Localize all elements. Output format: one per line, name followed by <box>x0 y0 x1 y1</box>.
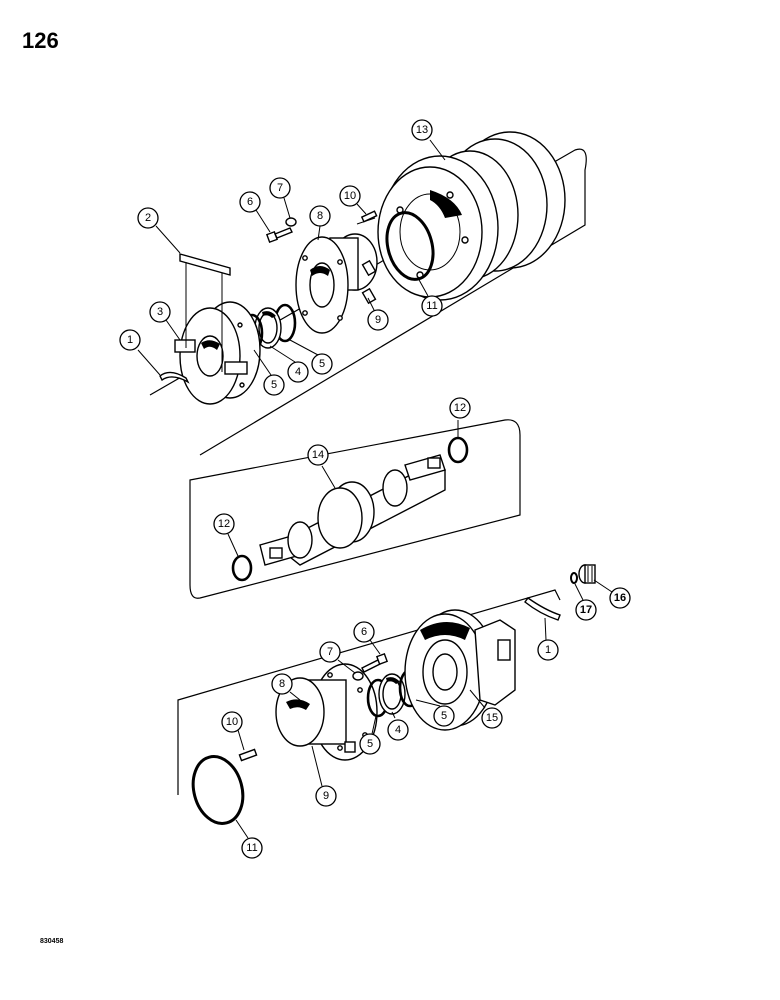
svg-text:4: 4 <box>295 366 301 378</box>
callout-5-lower-a: 5 <box>359 715 381 755</box>
svg-text:6: 6 <box>361 626 367 638</box>
svg-text:8: 8 <box>279 678 285 690</box>
svg-text:5: 5 <box>319 358 325 370</box>
callout-5-upper-b: 5 <box>289 339 333 375</box>
callout-8-lower: 8 <box>271 673 301 701</box>
svg-text:12: 12 <box>218 518 230 530</box>
figure-code: 830458 <box>40 938 64 945</box>
svg-text:5: 5 <box>271 379 277 391</box>
bolt-6-lower <box>361 652 389 673</box>
svg-text:11: 11 <box>426 300 437 312</box>
upper-assembly: 1 2 3 4 5 5 6 7 8 9 10 11 13 <box>119 119 587 456</box>
pin-10-lower <box>238 748 258 762</box>
svg-text:1: 1 <box>545 644 551 656</box>
callout-11-upper: 11 <box>417 277 443 317</box>
o-ring-12-left <box>231 554 253 582</box>
svg-text:4: 4 <box>395 724 401 736</box>
svg-text:5: 5 <box>367 738 373 750</box>
svg-text:15: 15 <box>486 712 498 724</box>
o-ring-17 <box>570 572 578 584</box>
svg-text:8: 8 <box>317 210 323 222</box>
svg-text:10: 10 <box>226 716 238 728</box>
callout-4-lower: 4 <box>387 711 409 741</box>
bolt-6-upper <box>265 227 293 244</box>
o-ring-11-lower <box>191 755 245 825</box>
svg-text:3: 3 <box>157 306 163 318</box>
collar-8-lower <box>275 663 378 761</box>
shaft-group-frame <box>189 419 521 599</box>
svg-text:7: 7 <box>277 182 283 194</box>
svg-text:9: 9 <box>375 314 381 326</box>
callout-7-lower: 7 <box>319 641 356 674</box>
callout-1-upper: 1 <box>119 329 161 376</box>
page-number: 126 <box>22 28 59 53</box>
callout-2: 2 <box>137 207 181 254</box>
svg-text:1: 1 <box>127 334 133 346</box>
washer-7-lower <box>352 671 364 681</box>
svg-text:13: 13 <box>416 124 428 136</box>
svg-text:6: 6 <box>247 196 253 208</box>
callout-6-lower: 6 <box>353 621 381 655</box>
callout-9-lower: 9 <box>311 745 337 807</box>
svg-text:2: 2 <box>145 212 151 224</box>
svg-text:11: 11 <box>246 842 257 854</box>
callout-14: 14 <box>307 444 336 489</box>
shaft-assembly: 12 12 14 <box>189 397 521 599</box>
collar-8-upper <box>295 233 378 334</box>
svg-text:12: 12 <box>454 402 466 414</box>
callout-1-lower: 1 <box>537 617 559 661</box>
callout-4-upper: 4 <box>269 345 309 383</box>
roller-wheel-13 <box>377 131 566 301</box>
o-ring-12-right <box>447 436 469 464</box>
svg-text:17: 17 <box>580 604 592 616</box>
seal-ring-4-lower <box>378 673 406 715</box>
collar-3-upper <box>174 301 261 405</box>
lower-group-frame <box>177 589 561 795</box>
svg-text:9: 9 <box>323 790 329 802</box>
svg-text:14: 14 <box>312 449 324 461</box>
svg-text:16: 16 <box>614 592 626 604</box>
svg-text:7: 7 <box>327 646 333 658</box>
snap-ring-1-upper <box>159 371 190 384</box>
callout-8-upper: 8 <box>309 205 331 241</box>
lower-assembly: 1 4 5 5 6 7 8 9 10 11 15 16 17 <box>177 564 631 859</box>
washer-7-upper <box>285 217 297 227</box>
retaining-bar-2 <box>179 253 231 372</box>
callout-13: 13 <box>411 119 446 161</box>
upper-group-frame <box>149 148 587 456</box>
callout-12-right: 12 <box>449 397 471 438</box>
callout-5-upper-a: 5 <box>253 349 285 396</box>
callout-9-upper: 9 <box>367 297 389 331</box>
callout-12-left: 12 <box>213 513 239 557</box>
plug-16 <box>578 564 596 584</box>
callout-10-lower: 10 <box>221 711 245 751</box>
callout-15: 15 <box>469 689 503 729</box>
callout-5-lower-b: 5 <box>415 699 455 727</box>
callout-17: 17 <box>574 583 597 621</box>
shaft-14 <box>259 454 446 566</box>
callout-6-upper: 6 <box>239 191 271 233</box>
callout-3: 3 <box>149 301 181 341</box>
callout-10-upper: 10 <box>339 185 367 215</box>
end-cap-15 <box>404 609 516 731</box>
callout-11-lower: 11 <box>235 819 263 859</box>
snap-ring-1-lower <box>524 597 561 621</box>
callout-16: 16 <box>593 579 631 609</box>
svg-text:5: 5 <box>441 710 447 722</box>
callout-7-upper: 7 <box>269 177 291 219</box>
svg-text:10: 10 <box>344 190 356 202</box>
